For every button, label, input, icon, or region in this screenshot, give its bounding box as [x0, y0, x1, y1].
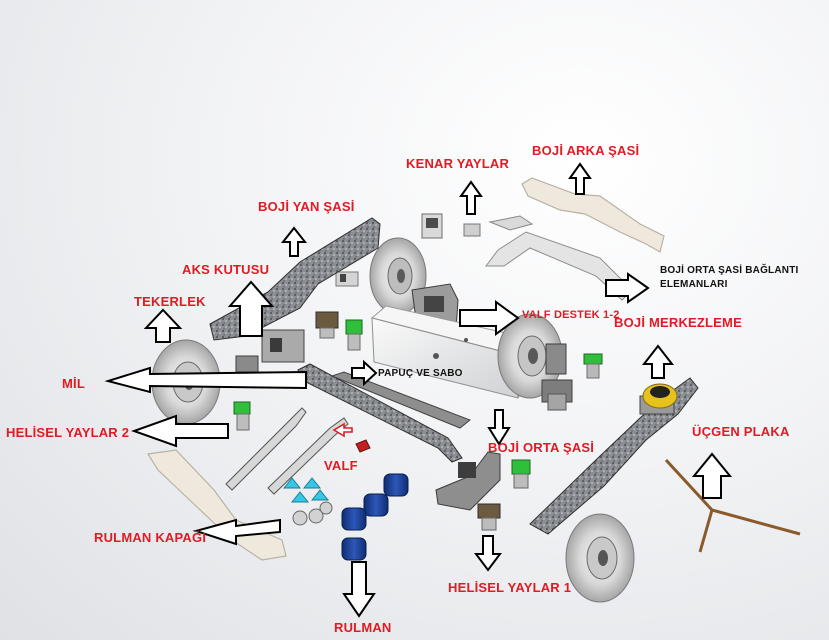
arrow-down-boji-orta-sasi — [487, 409, 511, 446]
helisel-yaylar-2-part — [233, 401, 251, 431]
arrow-left-valf — [332, 422, 353, 438]
papuc-sabo-part — [315, 311, 363, 351]
label-rulman-kapagi: RULMAN KAPAĞI — [94, 530, 207, 545]
tekerlek-mid-part — [497, 313, 573, 403]
label-valf: VALF — [324, 458, 358, 473]
label-mil: MİL — [62, 376, 85, 391]
arrow-down-rulman — [342, 561, 376, 618]
label-aks-kutusu: AKS KUTUSU — [182, 262, 270, 277]
arrow-up-aks-kutusu — [227, 280, 275, 337]
tekerlek-lower-part — [565, 513, 635, 603]
mil-part — [297, 363, 471, 463]
arrow-left-mil — [104, 366, 307, 394]
valf-part — [282, 477, 333, 526]
yay-lama-part — [225, 407, 371, 495]
arrow-up-boji-merkezleme — [641, 344, 675, 379]
label-boji-orta-sasi-baglanti-2: ELEMANLARI — [660, 279, 728, 290]
label-rulman: RULMAN — [334, 620, 392, 635]
label-kenar-yaylar: KENAR YAYLAR — [406, 156, 510, 171]
label-tekerlek: TEKERLEK — [134, 294, 206, 309]
arrow-left-rulman-kapagi — [192, 518, 281, 546]
label-helisel-yaylar-2: HELİSEL YAYLAR 2 — [6, 425, 130, 440]
label-boji-merkezleme: BOJİ MERKEZLEME — [614, 315, 742, 330]
arrow-right-valf-destek — [459, 300, 520, 336]
label-boji-orta-sasi-baglanti-1: BOJİ ORTA ŞASİ BAĞLANTI — [660, 265, 799, 276]
arrow-right-papuc-sabo — [351, 359, 378, 387]
ucgen-plaka-part — [664, 458, 801, 553]
arrow-up-ucgen-plaka — [691, 452, 733, 499]
label-papuc-ve-sabo: PAPUÇ VE SABO — [378, 368, 463, 379]
label-boji-arka-sasi: BOJİ ARKA ŞASİ — [532, 143, 640, 158]
boji-merkezleme-part — [642, 383, 678, 409]
kenar-yaylar-part — [335, 213, 481, 287]
label-ucgen-plaka: ÜÇGEN PLAKA — [692, 424, 790, 439]
tekerlek-upper-part — [369, 237, 427, 315]
helisel-yay-right-part — [547, 353, 603, 411]
arrow-left-helisel-yaylar-2 — [131, 414, 229, 448]
arrow-right-orta-sasi-baglanti — [605, 272, 650, 304]
label-valf-destek: VALF DESTEK 1-2 — [522, 309, 620, 321]
arrow-up-boji-yan-sasi — [280, 226, 308, 257]
label-boji-orta-sasi: BOJİ ORTA ŞASİ — [488, 440, 595, 455]
arrow-up-kenar-yaylar — [459, 180, 483, 215]
arrow-down-helisel-yaylar-1 — [474, 535, 502, 572]
rulman-part — [341, 473, 409, 561]
label-helisel-yaylar-1: HELİSEL YAYLAR 1 — [448, 580, 572, 595]
arrow-up-tekerlek — [143, 308, 183, 343]
label-boji-yan-sasi: BOJİ YAN ŞASİ — [258, 199, 355, 214]
arrow-up-boji-arka-sasi — [568, 162, 592, 195]
boji-orta-sasi-part — [435, 451, 531, 531]
